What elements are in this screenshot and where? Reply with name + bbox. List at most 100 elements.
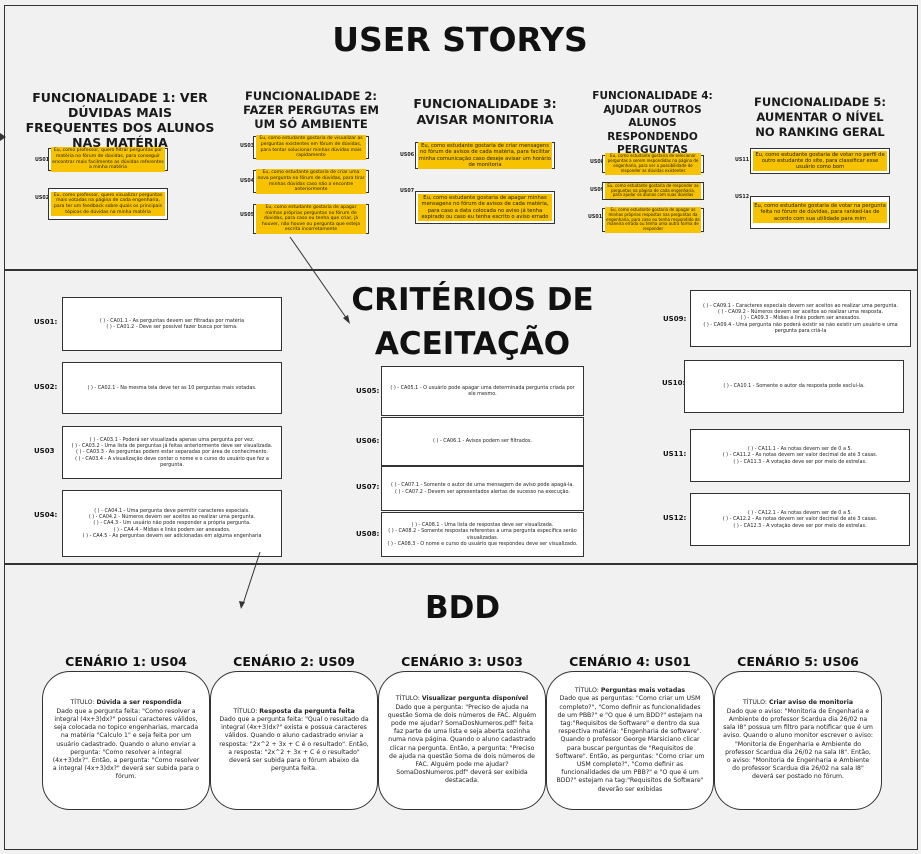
criteria-line: ( ) - CA03.1 - Poderá ser visualizada ap… bbox=[89, 436, 255, 443]
scenario-body: Dado que as perguntas: "Como criar um US… bbox=[555, 695, 705, 793]
criteria-line: ( ) - CA02.1 - Na mesma tela deve ter as… bbox=[87, 384, 257, 391]
story-text: Eu, como estudante gostaria de responder… bbox=[605, 182, 701, 200]
story-tag: US04 bbox=[240, 179, 255, 184]
criteria-box-us10: ( ) - CA10.1 - Somente o autor da respos… bbox=[684, 360, 904, 413]
criteria-box-us03: ( ) - CA03.1 - Poderá ser visualizada ap… bbox=[62, 426, 282, 479]
scenario-2-title: CENÁRIO 2: US09 bbox=[233, 654, 355, 669]
story-card-us12: Eu, como estudante gostaria de votar na … bbox=[750, 196, 890, 229]
criteria-box-us01: ( ) - CA01.1 - As perguntas devem ser fi… bbox=[62, 297, 282, 351]
story-tag: US11 bbox=[735, 158, 750, 163]
story-text: Eu, como estudante gostaria de visualiza… bbox=[256, 135, 366, 160]
story-card-us11: Eu, como estudante gostaria de votar no … bbox=[750, 148, 890, 174]
criteria-line: ( ) - CA08.2 - Somente respostas referen… bbox=[388, 528, 577, 541]
story-text: Eu, como estudante gostaria de seleciona… bbox=[605, 153, 701, 175]
arrow-head-icon bbox=[239, 601, 245, 609]
bdd-section bbox=[4, 564, 918, 850]
criteria-box-us04: ( ) - CA04.1 - Uma pergunta deve permiti… bbox=[62, 490, 282, 557]
story-tag: US08 bbox=[590, 160, 605, 165]
story-text: Eu, como professor, quero filtrar pergun… bbox=[51, 147, 165, 172]
criteria-line: ( ) - CA08.1 - Uma lista de respostas de… bbox=[411, 521, 554, 528]
criteria-box-us06: ( ) - CA06.1 - Avisos podem ser filtrado… bbox=[381, 417, 584, 466]
story-card-us04: Eu, como estudante gostaria de criar uma… bbox=[253, 169, 369, 194]
story-text: Eu, como estudante gostaria de criar men… bbox=[418, 142, 552, 169]
criteria-box-us07: ( ) - CA07.1 - Somente o autor de uma me… bbox=[381, 466, 584, 511]
criteria-box-us08: ( ) - CA08.1 - Uma lista de respostas de… bbox=[381, 512, 584, 557]
story-tag: US12 bbox=[735, 195, 750, 200]
criteria-line: ( ) - CA03.2 - Uma lista de perguntas já… bbox=[71, 443, 273, 450]
criteria-line: ( ) - CA05.1 - O usuário pode apagar uma… bbox=[390, 384, 575, 397]
story-tag: US07 bbox=[400, 189, 415, 194]
criteria-line: ( ) - CA09.4 - Uma pergunta não poderá e… bbox=[703, 321, 898, 334]
feature-2-title: FUNCIONALIDADE 2: FAZER PERGUTAS EM UM S… bbox=[243, 89, 379, 131]
feature-3-title: FUNCIONALIDADE 3: AVISAR MONITORIA bbox=[413, 96, 557, 127]
criteria-label: US08: bbox=[356, 530, 380, 538]
story-tag: US06 bbox=[400, 153, 415, 158]
criteria-line: ( ) - CA11.3 - A votação deve ser por me… bbox=[733, 458, 867, 465]
scenario-3-title: CENÁRIO 3: US03 bbox=[401, 654, 523, 669]
criteria-line: ( ) - CA03.3 - As perguntas podem estar … bbox=[76, 449, 268, 456]
feature-4-title: FUNCIONALIDADE 4: AJUDAR OUTROS ALUNOS R… bbox=[592, 90, 713, 156]
story-tag: US05 bbox=[240, 213, 255, 218]
criteria-line: ( ) - CA04.1 - Uma pergunta deve permiti… bbox=[94, 507, 250, 514]
story-text: Eu, como professor, quero visualizar per… bbox=[51, 191, 165, 217]
criteria-box-us12: ( ) - CA12.1 - As notas devem ser de 0 a… bbox=[690, 493, 910, 546]
scenario-label: TÍTULO: bbox=[742, 699, 769, 707]
criteria-line: ( ) - CA07.1 - Somente o autor de uma me… bbox=[391, 482, 574, 489]
story-text: Eu, como estudante gostaria de apagar mi… bbox=[418, 194, 552, 221]
scenario-label: TÍTULO: bbox=[70, 699, 97, 707]
criteria-label: US05: bbox=[356, 387, 380, 395]
story-tag: US09 bbox=[590, 188, 605, 193]
criteria-label: US01: bbox=[34, 318, 58, 326]
criteria-line: ( ) - CA10.1 - Somente o autor da respos… bbox=[723, 383, 865, 390]
scenario-name: Resposta da pergunta feita bbox=[259, 707, 355, 715]
arrow-to-bdd bbox=[242, 551, 261, 605]
story-card-us07: Eu, como estudante gostaria de apagar mi… bbox=[415, 191, 555, 224]
criteria-label: US10: bbox=[662, 379, 686, 387]
criteria-label: US09: bbox=[663, 315, 687, 323]
scenario-1-title: CENÁRIO 1: US04 bbox=[65, 654, 187, 669]
criteria-line: ( ) - CA12.1 - As notas devem ser de 0 a… bbox=[747, 510, 853, 517]
scenario-name: Perguntas mais votadas bbox=[600, 687, 686, 695]
bdd-title: BDD bbox=[424, 590, 501, 626]
criteria-line: ( ) - CA01.1 - As perguntas devem ser fi… bbox=[99, 317, 245, 324]
scenario-label: TÍTULO: bbox=[395, 695, 422, 703]
user-stories-title: USER STORYS bbox=[332, 20, 588, 59]
story-card-us010: Eu, como estudante gostaria de apagar as… bbox=[602, 207, 704, 233]
criteria-line: ( ) - CA11.2 - As notas devem ser valor … bbox=[722, 452, 878, 459]
left-edge-arrow-icon bbox=[0, 133, 6, 141]
scenario-body: Dado que a pergunta feita: "Qual o resul… bbox=[219, 715, 369, 773]
story-card-us05: Eu, como estudante gostaria de apagar mi… bbox=[253, 204, 369, 234]
scenario-name: Criar aviso de monitoria bbox=[768, 699, 854, 707]
story-text: Eu, como estudante gostaria de apagar mi… bbox=[256, 204, 366, 234]
story-text: Eu, como estudante gostaria de criar uma… bbox=[256, 169, 366, 194]
criteria-line: ( ) - CA12.2 - As notas devem ser valor … bbox=[722, 516, 878, 523]
arrow-to-criteria bbox=[289, 236, 348, 320]
criteria-line: ( ) - CA11.1 - As notas devem ser de 0 a… bbox=[747, 446, 853, 453]
criteria-label: US03 bbox=[34, 447, 55, 455]
criteria-line: ( ) - CA04.2 - Números devem ser aceitos… bbox=[88, 514, 256, 521]
criteria-line: ( ) - CA09.3 - Mídias e links podem ser … bbox=[740, 315, 861, 322]
criteria-line: ( ) - CA01.2 - Deve ser possível fazer b… bbox=[106, 324, 238, 330]
scenario-label: TÍTULO: bbox=[574, 687, 601, 695]
criteria-line: ( ) - CA4.4 - Mídias e links podem ser a… bbox=[113, 526, 231, 533]
arrow-head-icon bbox=[343, 315, 350, 324]
criteria-label: US04: bbox=[34, 511, 58, 519]
story-tag: US02 bbox=[35, 196, 50, 201]
story-tag: US010 bbox=[588, 215, 606, 220]
criteria-label: US11: bbox=[663, 450, 687, 458]
criteria-box-us11: ( ) - CA11.1 - As notas devem ser de 0 a… bbox=[690, 429, 910, 482]
story-card-us06: Eu, como estudante gostaria de criar men… bbox=[415, 142, 555, 169]
story-card-us02: Eu, como professor, quero visualizar per… bbox=[48, 188, 168, 220]
story-card-us09: Eu, como estudante gostaria de responder… bbox=[602, 182, 704, 200]
criteria-line: ( ) - CA09.1 - Caracteres especiais deve… bbox=[702, 302, 899, 309]
scenario-4-title: CENÁRIO 4: US01 bbox=[569, 654, 691, 669]
